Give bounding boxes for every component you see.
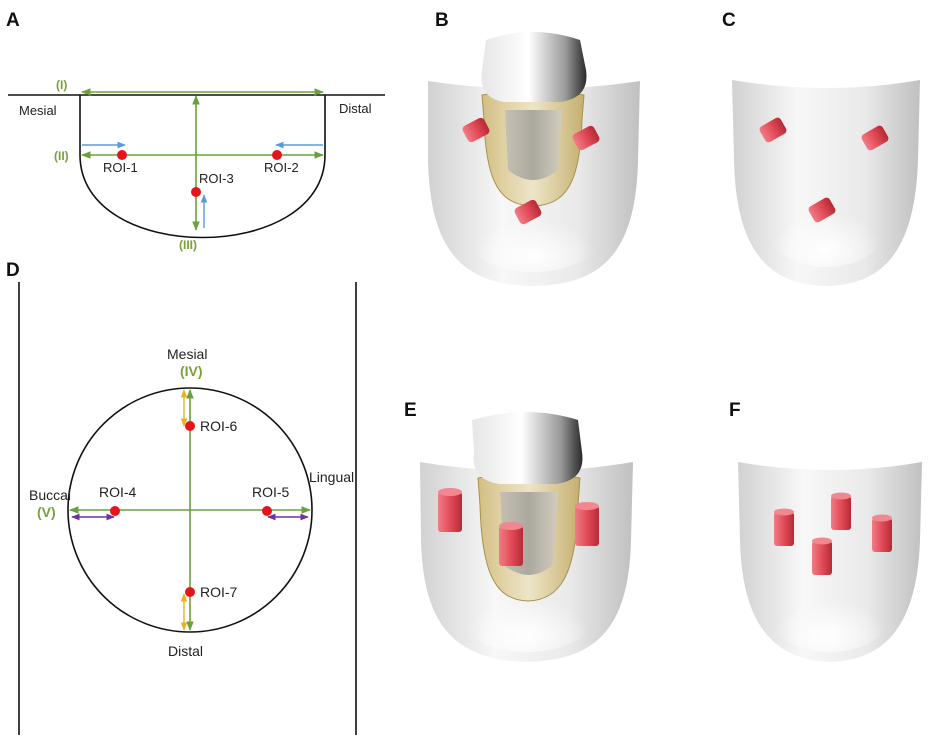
label-roi-5: ROI-5	[252, 484, 290, 500]
panel-letter-a: A	[6, 10, 20, 31]
panel-letter-f: F	[729, 400, 741, 421]
label-lingual: Lingual	[309, 469, 354, 485]
label-roi-6: ROI-6	[200, 418, 238, 434]
label-mesial-a: Mesial	[19, 103, 57, 118]
roi-5-marker	[262, 506, 272, 516]
roi-3-marker	[191, 187, 201, 197]
socket-cross-section	[67, 387, 313, 633]
panel-letter-c: C	[722, 10, 736, 31]
socket-outline	[79, 95, 326, 239]
panel-f: F	[729, 400, 922, 662]
roi-1-marker	[117, 150, 127, 160]
label-line-i: (I)	[56, 78, 67, 92]
label-line-ii: (II)	[54, 149, 69, 163]
label-line-iii: (III)	[179, 238, 197, 252]
label-buccal: Buccal	[29, 487, 71, 503]
tooth-implant-vertical-rois-icon	[420, 412, 633, 662]
label-roi-7: ROI-7	[200, 584, 238, 600]
label-line-iv: (IV)	[180, 363, 203, 379]
roi-7-marker	[185, 587, 195, 597]
panel-b: B	[427, 10, 641, 286]
panel-c: C	[722, 10, 920, 286]
panel-a: A Mesial Distal ROI-1 ROI-2 ROI-3 (I) (I…	[6, 10, 385, 252]
vertical-roi-cylinders-icon	[738, 462, 922, 662]
label-roi-3: ROI-3	[199, 171, 234, 186]
panel-e: E	[404, 400, 633, 662]
roi-6-marker	[185, 421, 195, 431]
panel-letter-e: E	[404, 400, 417, 421]
panel-d: D Mesial (IV) Distal Buccal (V) Lingual …	[6, 260, 357, 735]
label-roi-1: ROI-1	[103, 160, 138, 175]
label-line-v: (V)	[37, 504, 56, 520]
roi-4-marker	[110, 506, 120, 516]
label-mesial-d: Mesial	[167, 346, 207, 362]
panel-letter-b: B	[435, 10, 449, 31]
label-roi-2: ROI-2	[264, 160, 299, 175]
label-roi-4: ROI-4	[99, 484, 137, 500]
roi-cylinders-in-block-icon	[732, 80, 920, 286]
tooth-implant-in-block-icon	[427, 32, 641, 286]
panel-letter-d: D	[6, 260, 20, 281]
label-distal-d: Distal	[168, 643, 203, 659]
label-distal-a: Distal	[339, 101, 372, 116]
roi-2-marker	[272, 150, 282, 160]
